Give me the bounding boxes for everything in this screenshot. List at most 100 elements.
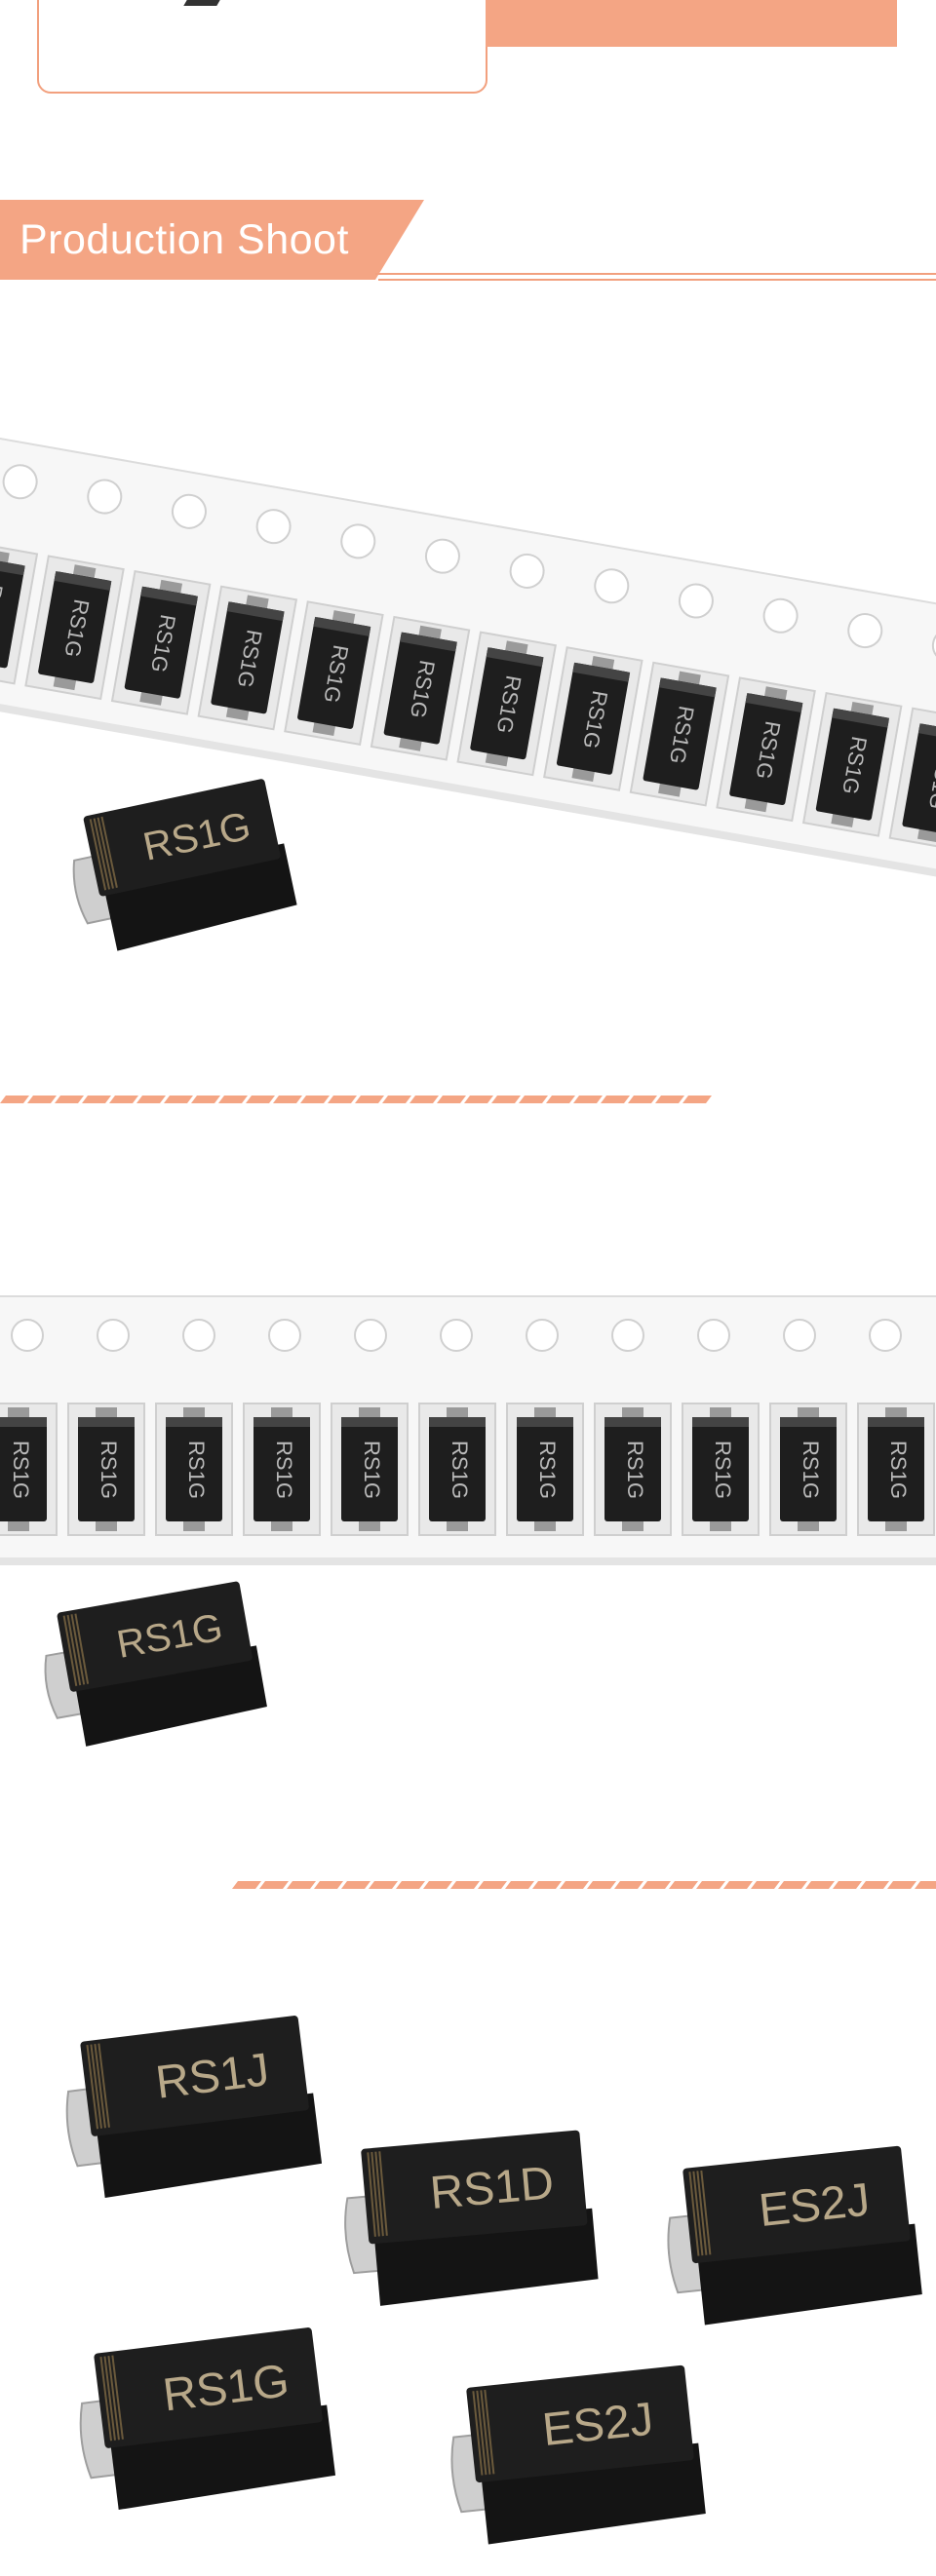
smd-diode: ES2J [450, 2365, 706, 2545]
tape-pocket: RS1G [197, 585, 298, 731]
tape-pocket: RS1G [418, 1403, 496, 1536]
part-marking: RS1G [886, 1441, 911, 1499]
divider-segment [614, 1881, 644, 1889]
divider-segment [655, 1096, 684, 1103]
divider-segment [805, 1881, 835, 1889]
tape-pocket: RS1G [0, 1403, 58, 1536]
parts-photo: RS1J RS1D ES2J RS1G ES2J [65, 2016, 922, 2545]
sprocket-hole [97, 1319, 130, 1352]
divider-segment [355, 1096, 384, 1103]
divider-segment [287, 1881, 316, 1889]
divider-segment [696, 1881, 725, 1889]
divider-segment [478, 1881, 507, 1889]
divider-segment [464, 1096, 493, 1103]
part-marking: RS1G [799, 1441, 823, 1499]
sprocket-hole [424, 538, 460, 574]
tape-pocket: RS1G [543, 646, 644, 791]
section-divider [232, 1881, 936, 1889]
divider-segment [833, 1881, 862, 1889]
sprocket-hole [354, 1319, 387, 1352]
section-divider [0, 1096, 712, 1103]
sprocket-hole [440, 1319, 473, 1352]
sprocket-hole [931, 628, 936, 664]
divider-segment [246, 1096, 275, 1103]
part-marking: RS1G [535, 1441, 560, 1499]
divider-segment [423, 1881, 452, 1889]
section-title: Production Shoot [20, 216, 349, 263]
smd-diode: ES2J [667, 2145, 922, 2326]
divider-segment [136, 1096, 166, 1103]
tape-pocket: RS1G [888, 707, 936, 853]
divider-segment [519, 1096, 548, 1103]
loose-diode: RS1G [44, 1581, 267, 1747]
tape-pocket: RS1G [716, 676, 816, 823]
part-marking: RS1G [272, 1441, 296, 1499]
divider-segment [601, 1096, 630, 1103]
reel-photo-2: RS1G RS1G RS1G RS1G RS1G RS1G RS1G RS1G RS1G RS1G… [0, 1295, 936, 1747]
tape-pocket: RS1G [331, 1403, 409, 1536]
sprocket-hole [182, 1319, 215, 1352]
part-marking: RS1G [184, 1441, 209, 1499]
sprocket-hole [11, 1319, 44, 1352]
sprocket-hole [509, 553, 545, 589]
divider-segment [751, 1881, 780, 1889]
tape-pocket: RS1G [629, 661, 730, 807]
divider-segment [369, 1881, 398, 1889]
section-title-band [0, 200, 936, 281]
sprocket-hole [869, 1319, 902, 1352]
sprocket-hole [87, 479, 123, 515]
sprocket-hole [697, 1319, 730, 1352]
divider-segment [382, 1096, 411, 1103]
part-marking: RS1G [360, 1441, 384, 1499]
previous-section-icon [183, 0, 220, 6]
divider-segment [0, 1096, 29, 1103]
sprocket-hole [762, 597, 799, 634]
sprocket-hole [783, 1319, 816, 1352]
sprocket-hole [594, 568, 630, 604]
tape-pocket: RS1G [284, 600, 384, 747]
part-marking: ES2J [540, 2393, 656, 2456]
part-marking: RS1G [9, 1441, 33, 1499]
divider-segment [682, 1096, 712, 1103]
tape-pocket: RS1G [456, 631, 557, 777]
sprocket-hole [340, 523, 376, 559]
divider-segment [410, 1096, 439, 1103]
tape-pocket: RS1G [0, 539, 39, 685]
divider-segment [560, 1881, 589, 1889]
tape-pocket: RS1G [506, 1403, 584, 1536]
divider-segment [437, 1096, 466, 1103]
divider-segment [642, 1881, 671, 1889]
divider-segment [259, 1881, 289, 1889]
divider-segment [109, 1096, 138, 1103]
sprocket-hole [255, 509, 292, 545]
divider-segment [491, 1096, 521, 1103]
divider-segment [860, 1881, 889, 1889]
tape-pocket: RS1G [801, 691, 903, 837]
part-marking: RS1G [0, 582, 8, 643]
tape-pocket: RS1G [857, 1403, 935, 1536]
divider-segment [778, 1881, 807, 1889]
smd-diode: RS1G [79, 2327, 336, 2511]
tape-pocket: RS1G [769, 1403, 847, 1536]
divider-segment [27, 1096, 57, 1103]
tape-pocket: RS1G [682, 1403, 760, 1536]
part-marking: RS1D [428, 2157, 556, 2219]
part-marking: RS1G [448, 1441, 472, 1499]
sprocket-hole [2, 464, 38, 500]
part-marking: RS1G [711, 1441, 735, 1499]
sprocket-hole [611, 1319, 644, 1352]
previous-section-banner [486, 0, 897, 47]
smd-diode: RS1J [65, 2016, 323, 2199]
divider-segment [587, 1881, 616, 1889]
divider-segment [273, 1096, 302, 1103]
part-marking: ES2J [757, 2173, 873, 2237]
tape-pocket: RS1G [370, 615, 471, 761]
previous-section-card [37, 0, 488, 94]
sprocket-hole [171, 493, 207, 529]
tape-pocket: RS1G [243, 1403, 321, 1536]
sprocket-hole [678, 583, 714, 619]
divider-segment [232, 1881, 261, 1889]
tape-pocket: RS1G [67, 1403, 145, 1536]
divider-segment [546, 1096, 575, 1103]
